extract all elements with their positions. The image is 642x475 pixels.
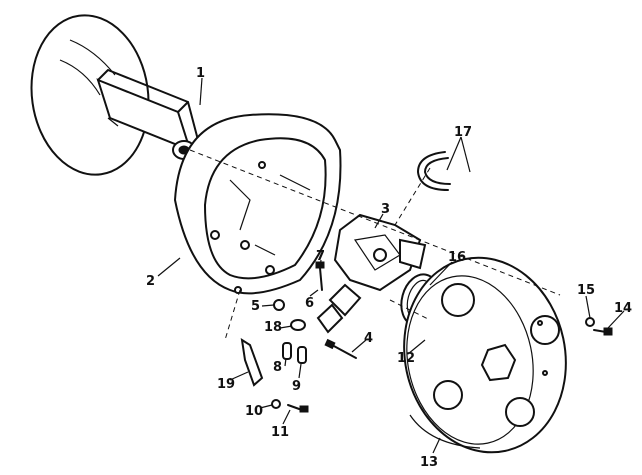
callout-11: 11: [271, 425, 289, 440]
callout-2: 2: [146, 274, 155, 289]
part-17-retaining-ring: [417, 151, 451, 191]
callout-17: 17: [454, 125, 472, 140]
callout-15: 15: [577, 283, 595, 298]
callout-7: 7: [316, 249, 325, 264]
callout-3: 3: [381, 202, 390, 217]
part-19-weight-arm: [240, 338, 264, 387]
callout-5: 5: [251, 299, 260, 314]
assembly-lines: [189, 149, 561, 341]
part-14-bolt: [593, 327, 613, 336]
callout-16: 16: [448, 250, 466, 265]
part-18-washer: [290, 319, 306, 331]
callout-labels: 1 2 3 4 5 6 7 8 9 10 11 12 13 14 15 16 1…: [146, 66, 632, 470]
callout-12: 12: [397, 351, 415, 366]
part-13-cover: [403, 256, 567, 454]
callout-19: 19: [217, 377, 235, 392]
callout-9: 9: [292, 379, 301, 394]
part-15-washer: [585, 317, 595, 327]
part-10-washer: [271, 399, 281, 409]
part-5-nut: [273, 299, 285, 311]
callout-1: 1: [196, 66, 205, 81]
part-3-spider-assembly: [316, 213, 427, 334]
leader-lines: [157, 77, 625, 454]
part-1-sheave-shaft: [30, 14, 199, 176]
callout-10: 10: [245, 404, 263, 419]
part-11-bolt: [287, 404, 309, 413]
callout-18: 18: [264, 320, 282, 335]
callout-13: 13: [420, 455, 438, 470]
callout-6: 6: [305, 296, 314, 311]
callout-14: 14: [614, 301, 632, 316]
callout-8: 8: [273, 360, 282, 375]
part-2-drum-housing: [173, 113, 342, 295]
part-8-pin: [282, 342, 292, 360]
part-4-bolt: [324, 338, 357, 359]
callout-4: 4: [364, 331, 373, 346]
part-9-pin: [297, 346, 307, 364]
